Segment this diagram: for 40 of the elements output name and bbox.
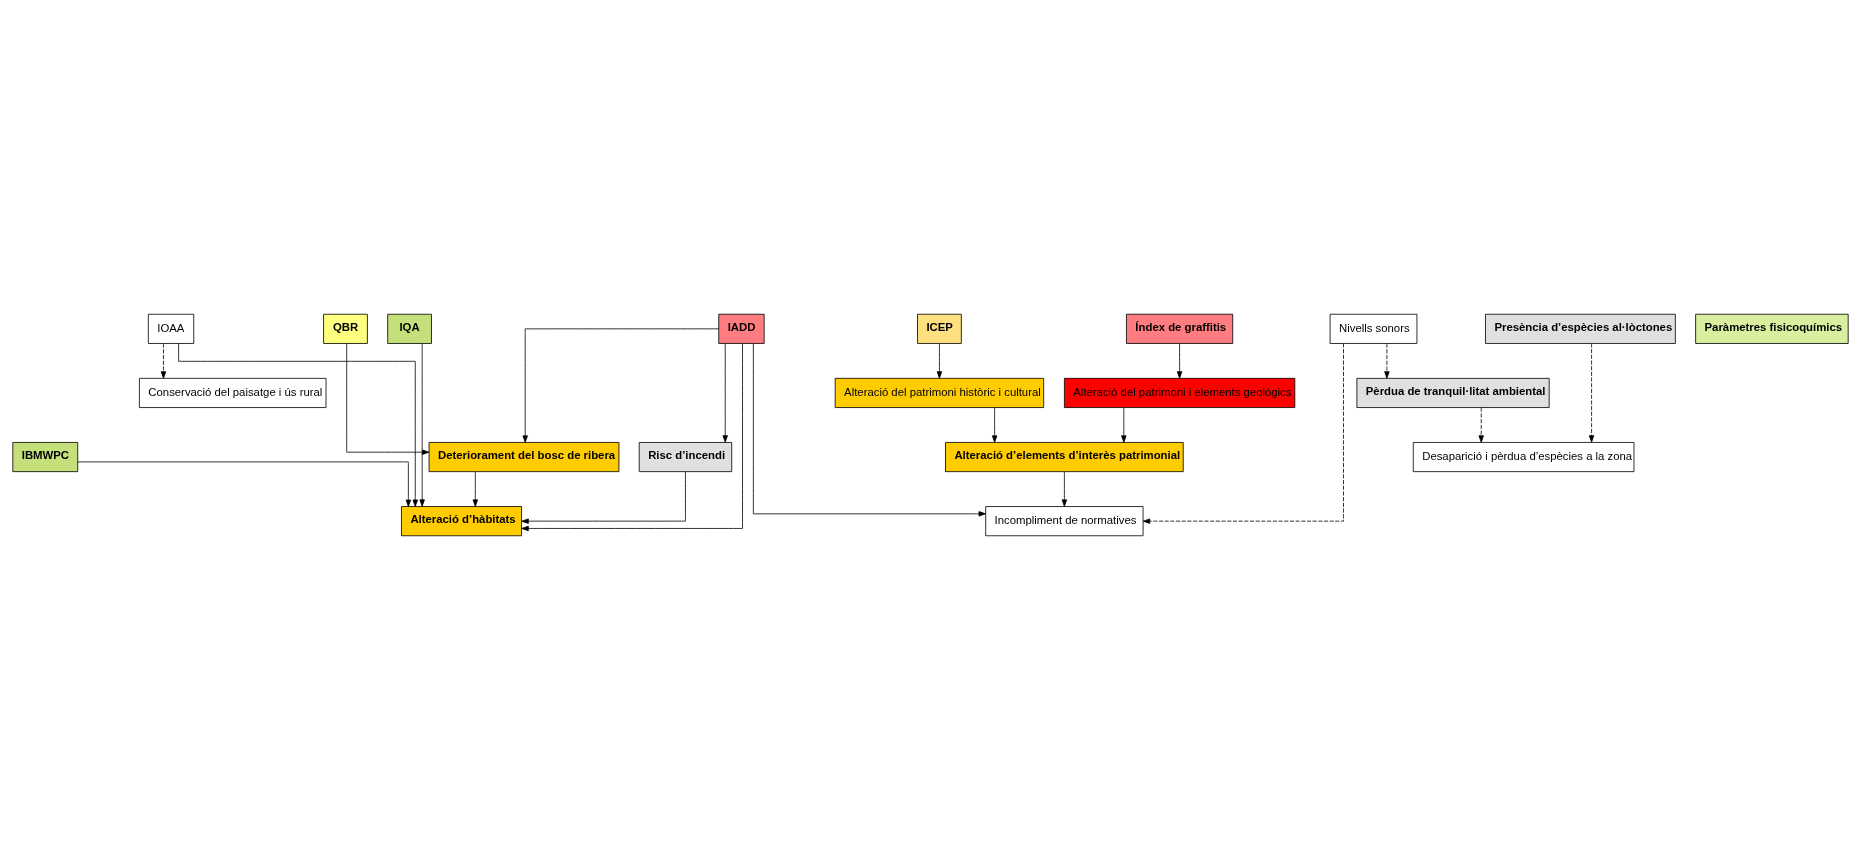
node-box: Conservació del paisatge i ús rural (139, 377, 327, 408)
arrow (77, 461, 412, 507)
arrow (1176, 343, 1183, 379)
arrow (936, 343, 943, 379)
arrow (722, 343, 728, 443)
node-box: Índex de graffitis (1126, 313, 1234, 344)
node-box: Desaparició i pèrdua d’espècies a la zona (1412, 442, 1635, 473)
node-box: Alteració del patrimoni i elements geològics (1063, 377, 1296, 408)
arrow (178, 343, 418, 507)
arrow (752, 343, 986, 517)
node-box: Alteració del patrimoni històric i cultural (834, 377, 1045, 408)
arrow (522, 328, 720, 443)
arrow (991, 407, 998, 443)
arrow (1384, 343, 1390, 379)
node-box: ICEP (917, 313, 962, 344)
node-box: Pèrdua de tranquil·litat ambiental (1356, 377, 1550, 408)
arrow (419, 343, 425, 507)
node-box: Incompliment de normatives (985, 506, 1144, 537)
arrow (1061, 471, 1068, 507)
node-box: Risc d’incendi (638, 442, 733, 473)
arrow (472, 471, 478, 507)
arrow (1142, 343, 1344, 524)
arrow (1588, 343, 1595, 443)
arrow (521, 343, 743, 532)
arrow (160, 343, 167, 379)
node-box: IQA (387, 313, 432, 344)
arrow (1121, 407, 1127, 443)
node-box: IOAA (147, 313, 195, 344)
arrow (346, 343, 430, 455)
arrow (521, 471, 686, 524)
node-box: Presència d’espècies al·lòctones (1485, 313, 1676, 344)
node-box: Alteració d’hàbitats (401, 506, 522, 537)
arrow (1478, 407, 1484, 443)
node-box: Nivells sonors (1329, 313, 1418, 344)
node-box: IBMWPC (12, 442, 79, 473)
node-box: Paràmetres fisicoquímics (1695, 313, 1849, 344)
node-box: QBR (323, 313, 368, 344)
node-box: Alteració d’elements d’interès patrimonial (945, 442, 1184, 473)
node-box: IADD (718, 313, 765, 344)
node-box: Deteriorament del bosc de ribera (428, 442, 620, 473)
